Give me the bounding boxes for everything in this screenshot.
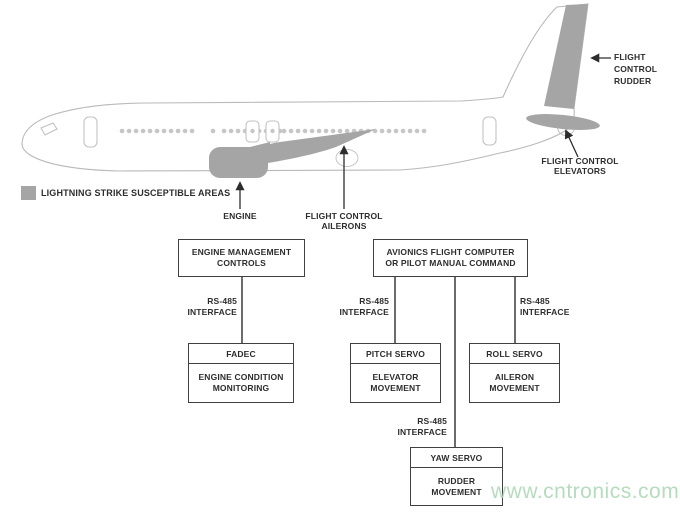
roll-servo-box: ROLL SERVO AILERON MOVEMENT — [469, 343, 560, 403]
exit-window-2 — [270, 128, 275, 134]
exit-window-1 — [250, 128, 255, 134]
watermark-text: www.cntronics.com — [491, 480, 680, 503]
rudder-shape — [544, 4, 588, 109]
single-window — [210, 128, 216, 134]
engine-callout-label: ENGINE — [223, 211, 257, 221]
fadec-box: FADEC ENGINE CONDITION MONITORING — [188, 343, 294, 403]
yaw-servo-box-body: RUDDER MOVEMENT — [431, 475, 482, 497]
roll-servo-box-header: ROLL SERVO — [470, 344, 559, 364]
front-door-outline — [83, 116, 98, 148]
yaw-servo-box-header: YAW SERVO — [411, 448, 502, 468]
elevators-arrow — [564, 129, 579, 158]
ailerons-callout-label: FLIGHT CONTROL AILERONS — [305, 211, 383, 231]
rear-door-outline — [482, 116, 497, 146]
rudder-callout-label: FLIGHT CONTROL RUDDER — [614, 52, 658, 86]
rs485-label-fadec: RS-485 INTERFACE — [187, 296, 237, 317]
cockpit-window-outline — [40, 122, 58, 136]
ailerons-wing-shape — [242, 129, 376, 165]
flowchart-connectors — [241, 277, 516, 447]
roll-servo-box-body: AILERON MOVEMENT — [489, 372, 540, 393]
rs485-label-pitch: RS-485 INTERFACE — [339, 296, 389, 317]
pitch-servo-box: PITCH SERVO ELEVATOR MOVEMENT — [350, 343, 441, 403]
avionics-flight-computer-box: AVIONICS FLIGHT COMPUTER OR PILOT MANUAL… — [373, 239, 528, 277]
legend-label: LIGHTNING STRIKE SUSCEPTIBLE AREAS — [41, 188, 231, 198]
elevators-shape — [526, 114, 600, 130]
legend-swatch — [21, 186, 36, 200]
fadec-box-header: FADEC — [189, 344, 293, 364]
fadec-box-body: ENGINE CONDITION MONITORING — [198, 372, 284, 393]
engine-management-controls-box: ENGINE MANAGEMENT CONTROLS — [178, 239, 305, 277]
doors-and-exits — [83, 116, 497, 148]
callout-arrows — [235, 53, 611, 209]
rs485-label-roll: RS-485 INTERFACE — [520, 296, 570, 317]
elevators-callout-label: FLIGHT CONTROL ELEVATORS — [541, 156, 619, 176]
pitch-servo-box-body: ELEVATOR MOVEMENT — [370, 372, 421, 393]
pitch-servo-box-header: PITCH SERVO — [351, 344, 440, 364]
rs485-label-yaw: RS-485 INTERFACE — [397, 416, 447, 437]
yaw-servo-box: YAW SERVO RUDDER MOVEMENT — [410, 447, 503, 506]
